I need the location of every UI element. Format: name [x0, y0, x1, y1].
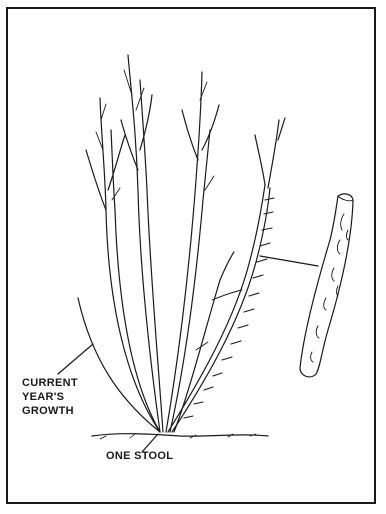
bud-marks	[184, 198, 274, 418]
growth-label-line-1: CURRENT	[22, 376, 78, 390]
twig-left-2	[108, 135, 125, 190]
cutting-outline	[300, 194, 353, 377]
stem-left-b	[111, 130, 160, 432]
twig-right-1	[182, 110, 198, 160]
current-years-growth-label: CURRENT YEAR'S GROWTH	[22, 376, 78, 418]
stem-center-b	[140, 80, 163, 432]
stem-budded-tip	[255, 118, 285, 188]
growth-label-line-2: YEAR'S	[22, 390, 78, 404]
stem-right-b	[170, 130, 210, 432]
ground-line	[92, 434, 268, 436]
twig-right-2	[202, 105, 219, 150]
twig-left-3	[96, 104, 120, 200]
pointer-to-cutting	[260, 256, 318, 266]
pointer-to-growth	[58, 344, 93, 374]
one-stool-label: ONE STOOL	[106, 449, 173, 463]
stem-right-a	[166, 72, 202, 432]
growth-label-line-3: GROWTH	[22, 404, 78, 418]
twig-right-3	[200, 82, 214, 190]
stem-budded-a	[168, 185, 265, 432]
cutting-top	[338, 196, 353, 201]
